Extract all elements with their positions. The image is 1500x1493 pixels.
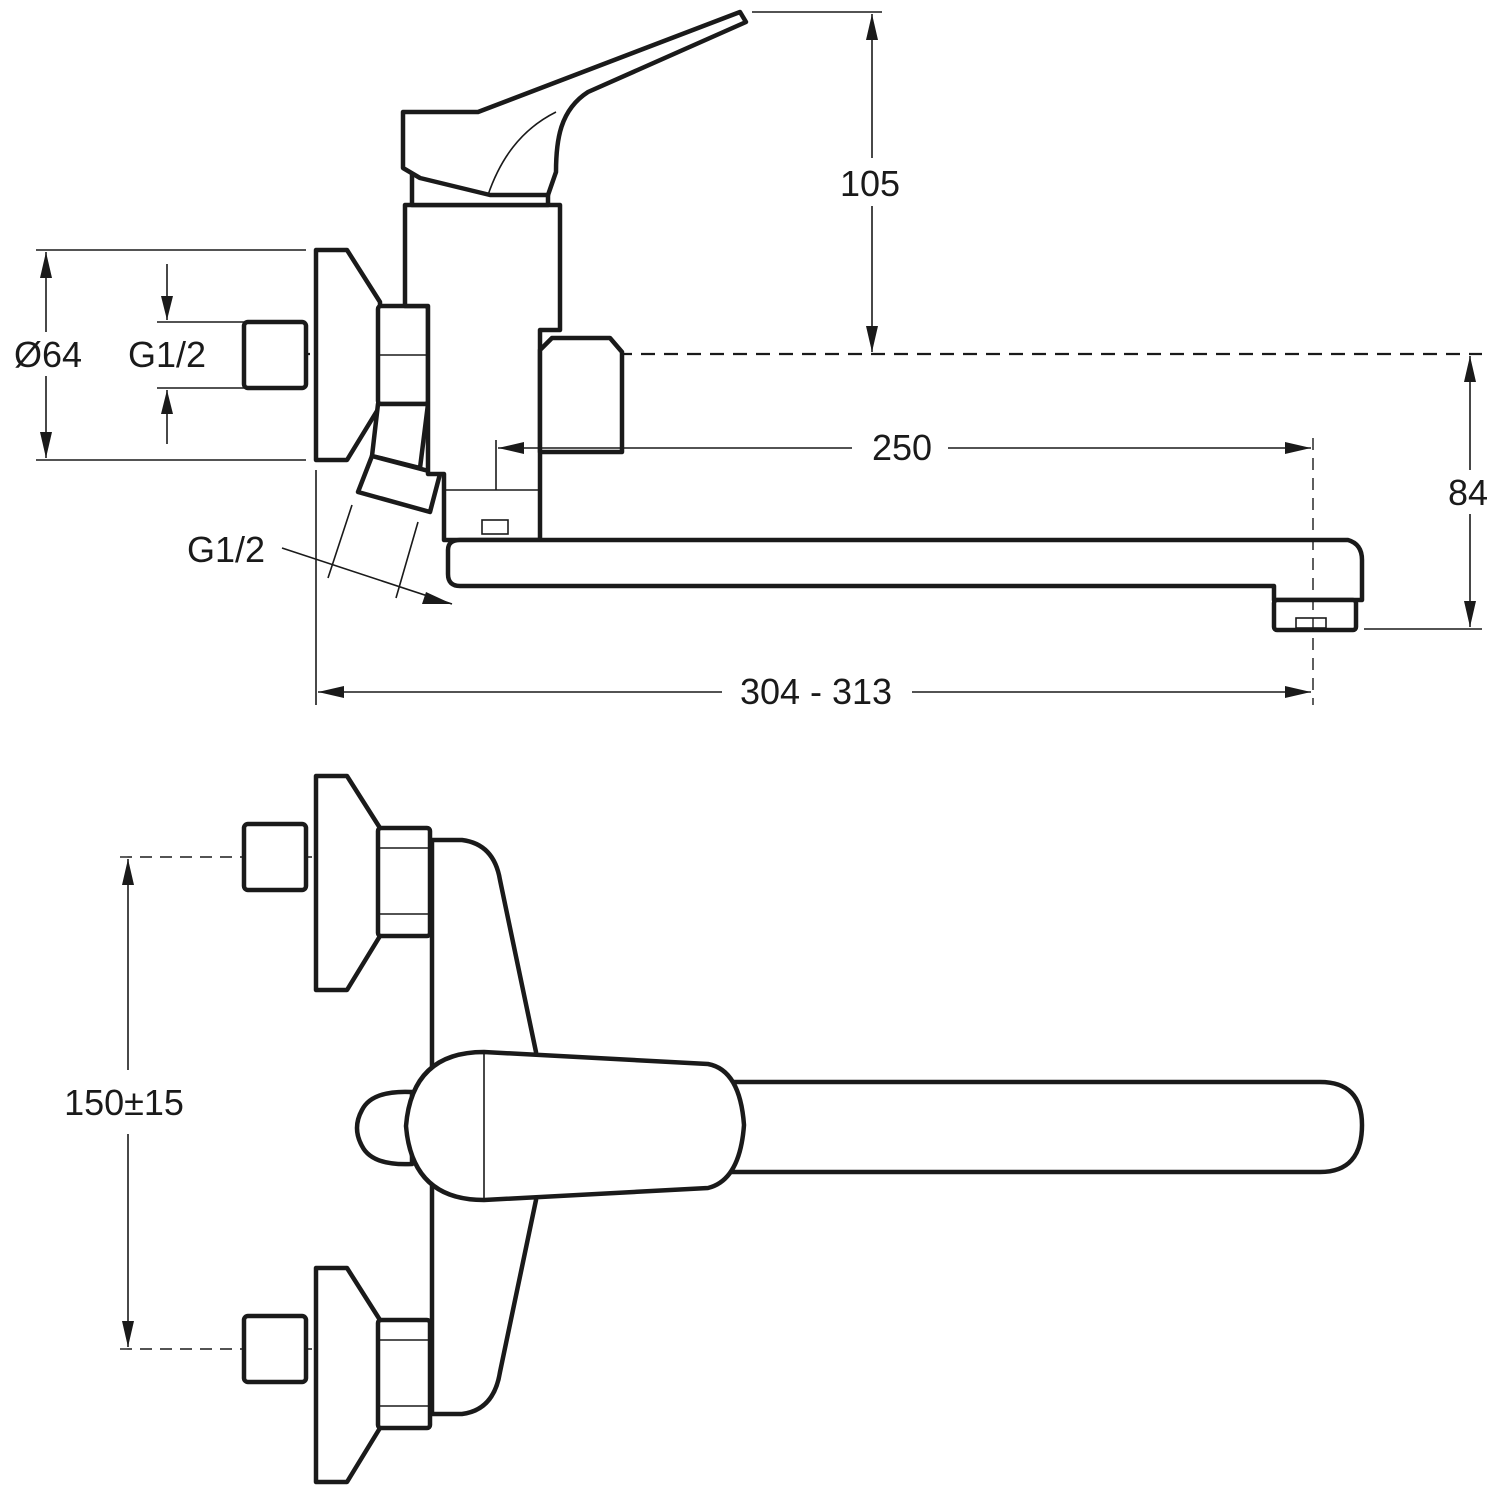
top-lever [403,1049,747,1203]
top-spout [697,1079,1365,1175]
dim-d64-arrow-bottom [40,432,52,458]
top-view: 150±15 [64,773,1365,1485]
side-aerator [1271,597,1359,633]
ext-line-g12-b [395,521,419,599]
dim-150-arrow-bottom [122,1321,134,1347]
dim-g12-bottom-label: G1/2 [187,529,265,570]
dim-g12-arrow-top [161,296,173,320]
dim-g12-angled-line [281,547,453,605]
dim-84-arrow-bottom [1464,601,1476,627]
dim-d64-label: Ø64 [14,334,82,375]
side-spout [445,537,1365,603]
dim-total-arrow-right [1285,686,1311,698]
side-rosette [313,247,383,463]
dim-105-arrow-top [866,14,878,40]
dim-d64-arrow-top [40,252,52,278]
dim-84-label: 84 [1448,472,1488,513]
dim-total-arrow-left [318,686,344,698]
top-upper-hex-nut [375,825,433,939]
dim-g12-side-label: G1/2 [128,334,206,375]
dim-84-arrow-top [1464,356,1476,382]
side-body-slot [481,519,509,535]
dim-g12-arrow-bottom [161,390,173,414]
top-lower-hex-nut [375,1317,433,1431]
side-view: 105 Ø64 G1/2 G1/2 250 84 [14,9,1488,712]
dim-105-label: 105 [840,163,900,204]
dim-g12-angled-arrow [422,592,452,604]
side-aerator-inner [1295,617,1327,629]
dim-150-label: 150±15 [64,1082,184,1123]
ext-line-g12-a [327,504,353,579]
dim-250-label: 250 [872,427,932,468]
dim-250-arrow-left [498,442,524,454]
side-inlet-connector [241,319,309,391]
top-lower-inlet-connector [241,1313,309,1385]
dim-250-arrow-right [1285,442,1311,454]
side-lever-inner [487,111,557,196]
dim-105-arrow-bottom [866,326,878,352]
top-upper-rosette [313,773,383,993]
top-upper-inlet-connector [241,821,309,893]
top-lever-knob [354,1089,415,1167]
dim-total-label: 304 - 313 [740,671,892,712]
side-angled-outlet-cap [355,453,443,515]
top-lower-rosette [313,1265,383,1485]
side-swivel-housing [537,335,625,455]
dim-150-arrow-top [122,859,134,885]
side-lever [400,9,749,198]
